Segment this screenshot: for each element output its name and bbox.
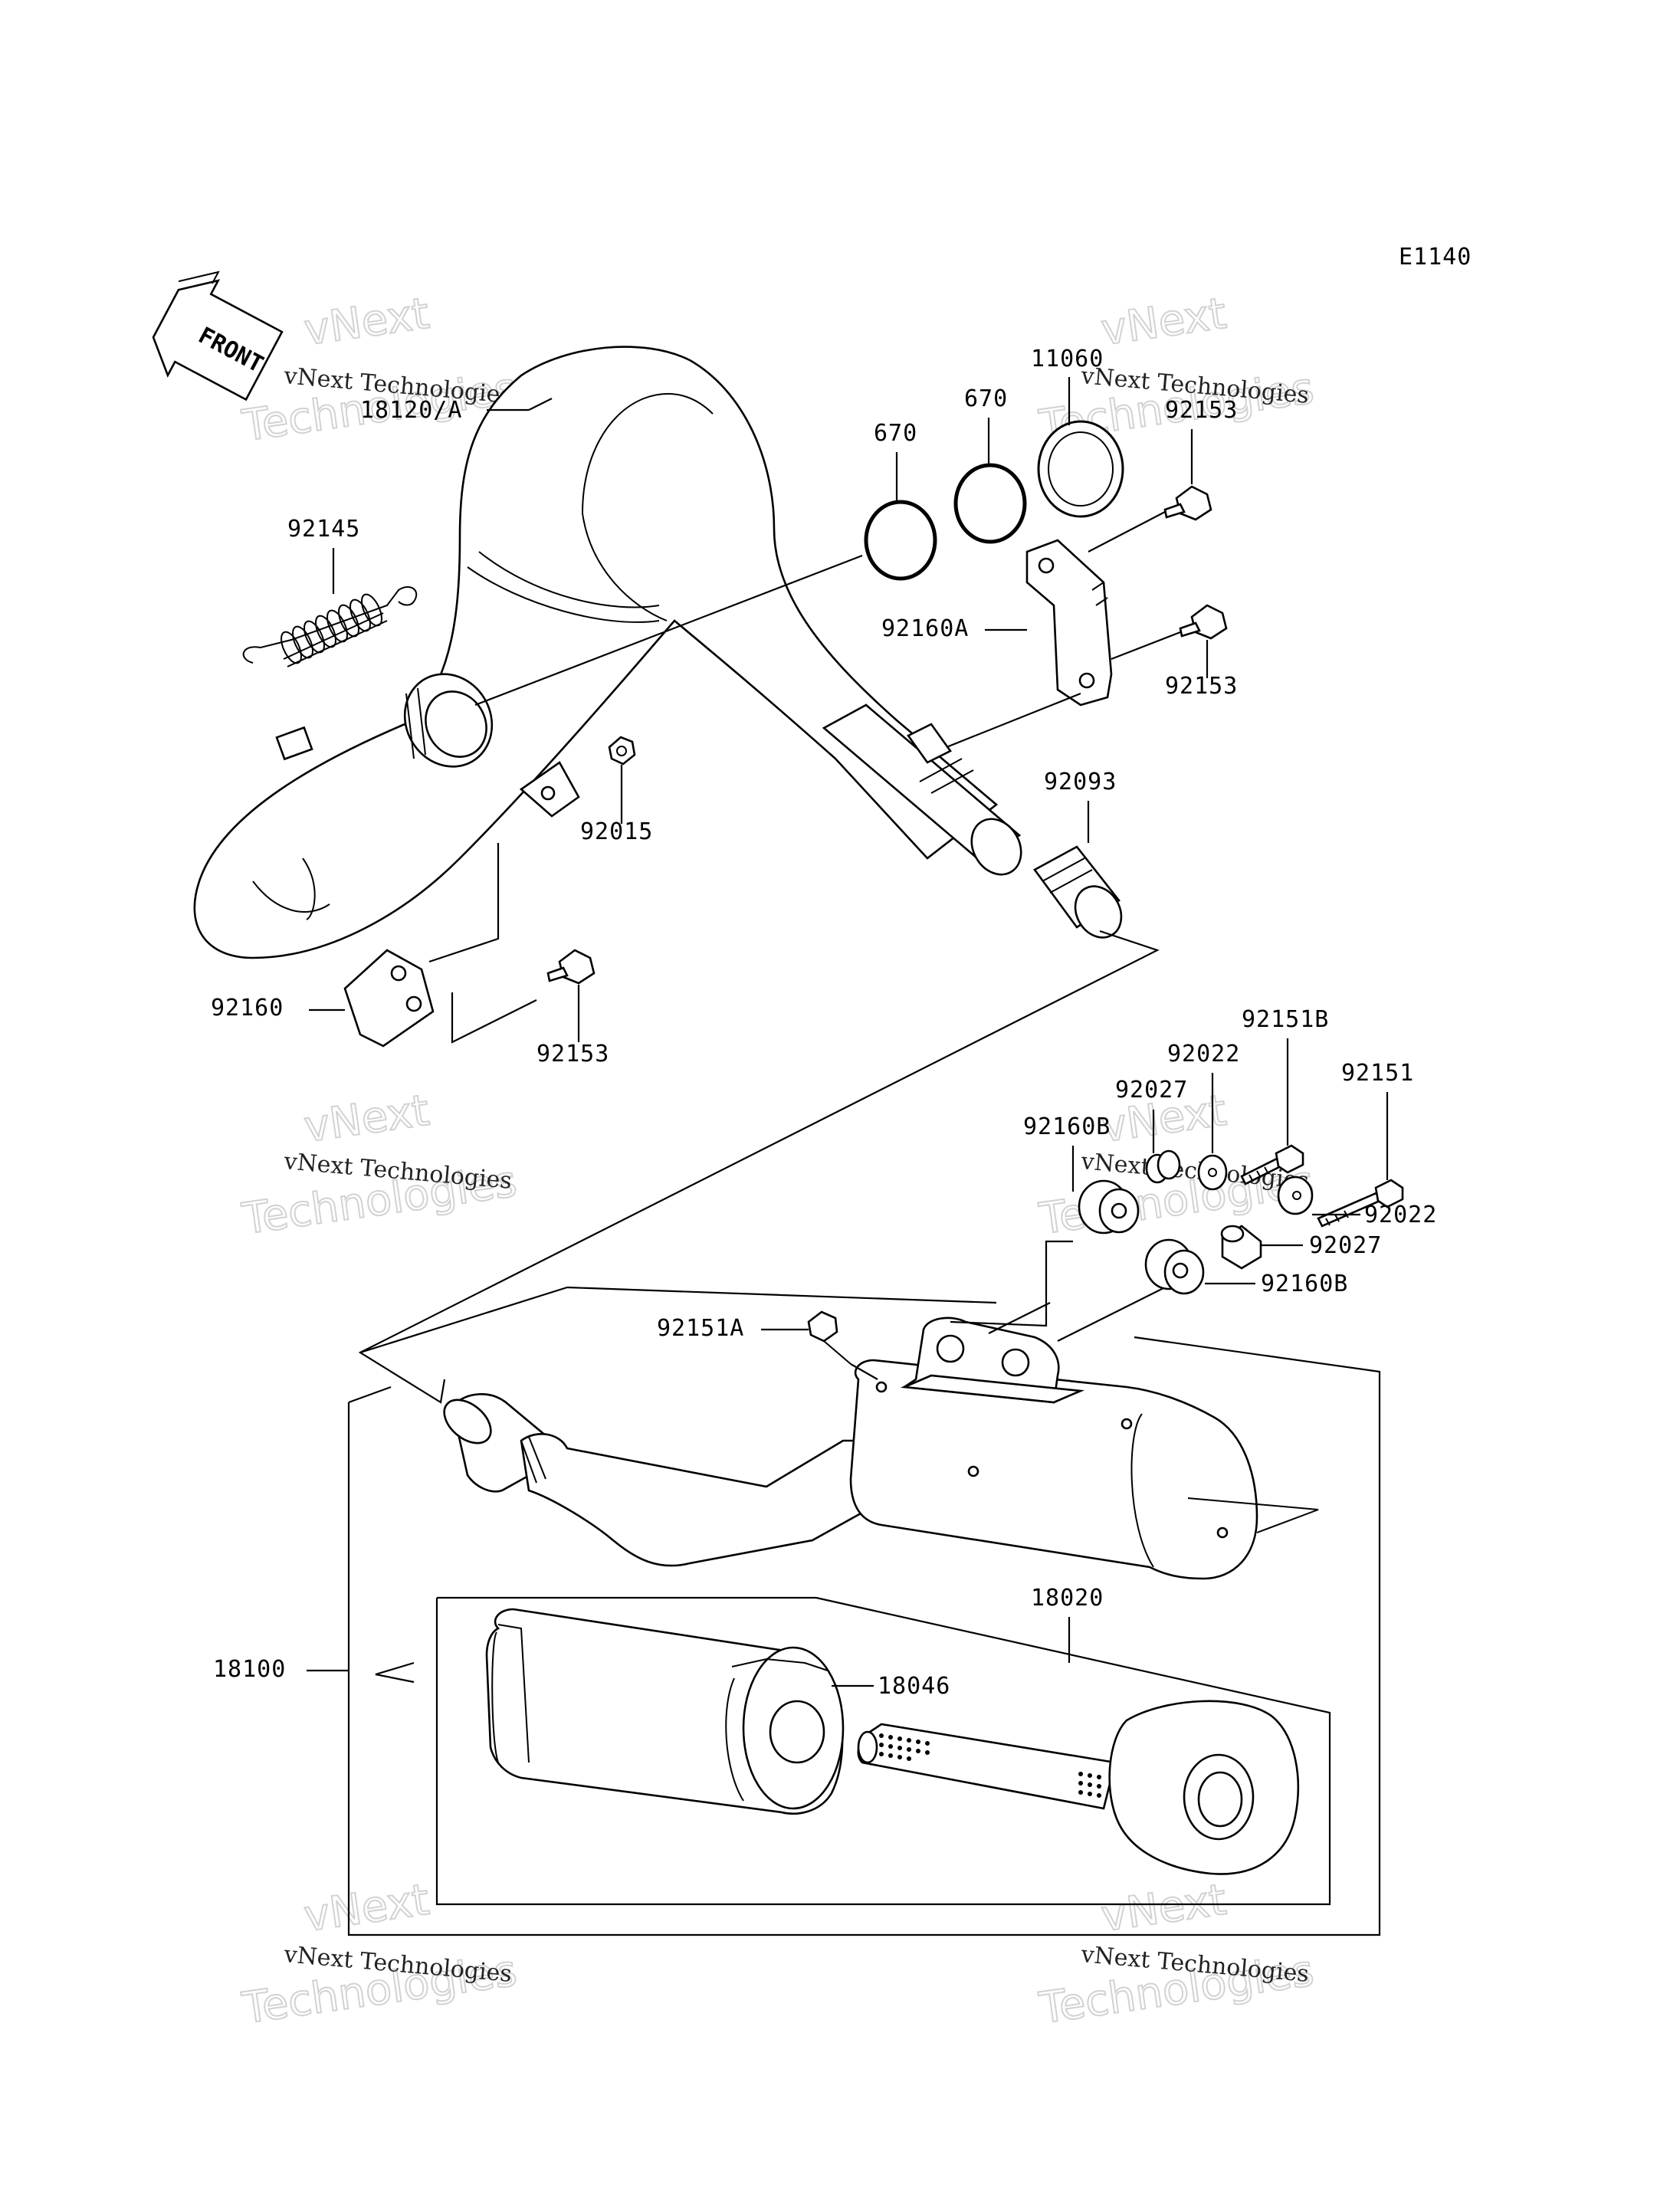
- label-92022b: 92022: [1364, 1202, 1437, 1228]
- label-11060: 11060: [1031, 346, 1104, 372]
- watermark-vnext: vNext: [301, 1086, 432, 1153]
- label-92022a: 92022: [1167, 1041, 1240, 1067]
- label-18046: 18046: [878, 1673, 950, 1700]
- exhaust-pipe: [193, 346, 1022, 959]
- grommet-92160Bb: [1144, 1238, 1205, 1295]
- watermark-vnext: vNext: [1098, 1875, 1229, 1942]
- label-18120A: 18120/A: [360, 397, 462, 424]
- label-670a: 670: [874, 420, 917, 447]
- bolt-92153b: [1179, 604, 1228, 640]
- label-670b: 670: [964, 385, 1008, 412]
- label-92015: 92015: [580, 818, 653, 845]
- label-92151: 92151: [1341, 1060, 1414, 1087]
- label-92027b: 92027: [1309, 1232, 1382, 1259]
- silencer-shell: [485, 1608, 845, 1815]
- label-92153b: 92153: [1165, 673, 1238, 700]
- collar-92027b: [1220, 1225, 1262, 1270]
- o-ring-a: [864, 500, 937, 581]
- diagram-code: E1140: [1399, 244, 1472, 271]
- watermark-bottom-right: vNext Technologies vNext Technologies: [1035, 1874, 1317, 2035]
- bolt-92151B: [1240, 1144, 1304, 1185]
- watermark-vnext: vNext: [1098, 289, 1229, 356]
- label-18100: 18100: [213, 1656, 286, 1683]
- bolt-92151A: [807, 1310, 851, 1365]
- label-18020: 18020: [1031, 1585, 1104, 1612]
- bolt-92153c: [546, 949, 596, 985]
- label-92153a: 92153: [1165, 397, 1238, 424]
- label-92160: 92160: [211, 995, 284, 1021]
- label-92160A: 92160A: [881, 615, 969, 642]
- watermark-vnext: vNext: [301, 1875, 432, 1942]
- washer-92022a: [1197, 1154, 1228, 1191]
- watermark-mid-left: vNext Technologies vNext Technologies: [238, 1085, 520, 1245]
- washer-92022b: [1277, 1176, 1314, 1215]
- label-92145: 92145: [287, 516, 360, 543]
- label-92160Bb: 92160B: [1261, 1271, 1348, 1297]
- watermark-bottom-left: vNext Technologies vNext Technologies: [238, 1874, 520, 2035]
- bracket-92160: [343, 949, 435, 1048]
- perforated-pipe: [857, 1723, 1117, 1810]
- label-92093: 92093: [1044, 769, 1117, 795]
- spring: [242, 586, 418, 667]
- front-arrow-icon: FRONT: [152, 271, 284, 402]
- label-92027a: 92027: [1115, 1077, 1188, 1103]
- label-92160Ba: 92160B: [1023, 1113, 1111, 1140]
- label-92151A: 92151A: [657, 1315, 744, 1342]
- label-92151B: 92151B: [1242, 1006, 1329, 1033]
- end-cap: [1108, 1700, 1300, 1875]
- bolt-92153a: [1163, 485, 1212, 521]
- label-92153c: 92153: [536, 1041, 609, 1067]
- gasket: [1037, 420, 1124, 518]
- bracket-92160A: [1025, 539, 1113, 707]
- grommet-92160Ba: [1078, 1179, 1140, 1235]
- collar-92093: [1033, 845, 1123, 939]
- watermark-vnext: vNext: [301, 289, 432, 356]
- o-ring-b: [953, 463, 1027, 544]
- muffler: [443, 1317, 1319, 1580]
- watermark-top-left: vNext Technologies vNext Technologies: [238, 288, 520, 452]
- nut-92015: [608, 736, 636, 766]
- collar-92027a: [1145, 1149, 1181, 1184]
